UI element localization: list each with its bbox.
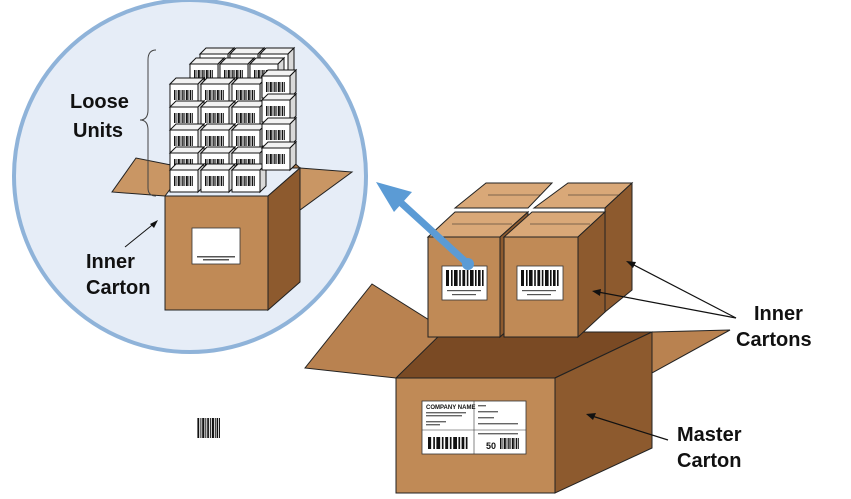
inner-carton-pointer: [124, 220, 158, 248]
zoom-arrow: [376, 182, 474, 270]
inner-cartons-pointers: [592, 261, 737, 319]
inner-carton-label: Inner: [86, 251, 135, 273]
loose-units-label: Loose: [70, 91, 129, 113]
master-label-qty: 50: [486, 441, 496, 451]
inner-carton-front-right: [502, 210, 607, 339]
master-carton-label: Master: [677, 424, 742, 446]
inner-carton-back-left: [453, 182, 554, 209]
inner-carton-back-right: [532, 181, 634, 314]
master-carton-pointer: [586, 413, 669, 441]
master-shipping-label: COMPANY NAME 50: [421, 400, 527, 455]
inner-cartons-label: Inner: [754, 303, 803, 325]
master-carton-label-2: Carton: [677, 450, 741, 472]
inner-carton-label-2: Carton: [86, 277, 150, 299]
master-label-company: COMPANY NAME: [426, 405, 475, 411]
loose-units-brace: [139, 49, 157, 197]
loose-units-label-2: Units: [73, 120, 123, 142]
inner-cartons-label-2: Cartons: [736, 329, 812, 351]
